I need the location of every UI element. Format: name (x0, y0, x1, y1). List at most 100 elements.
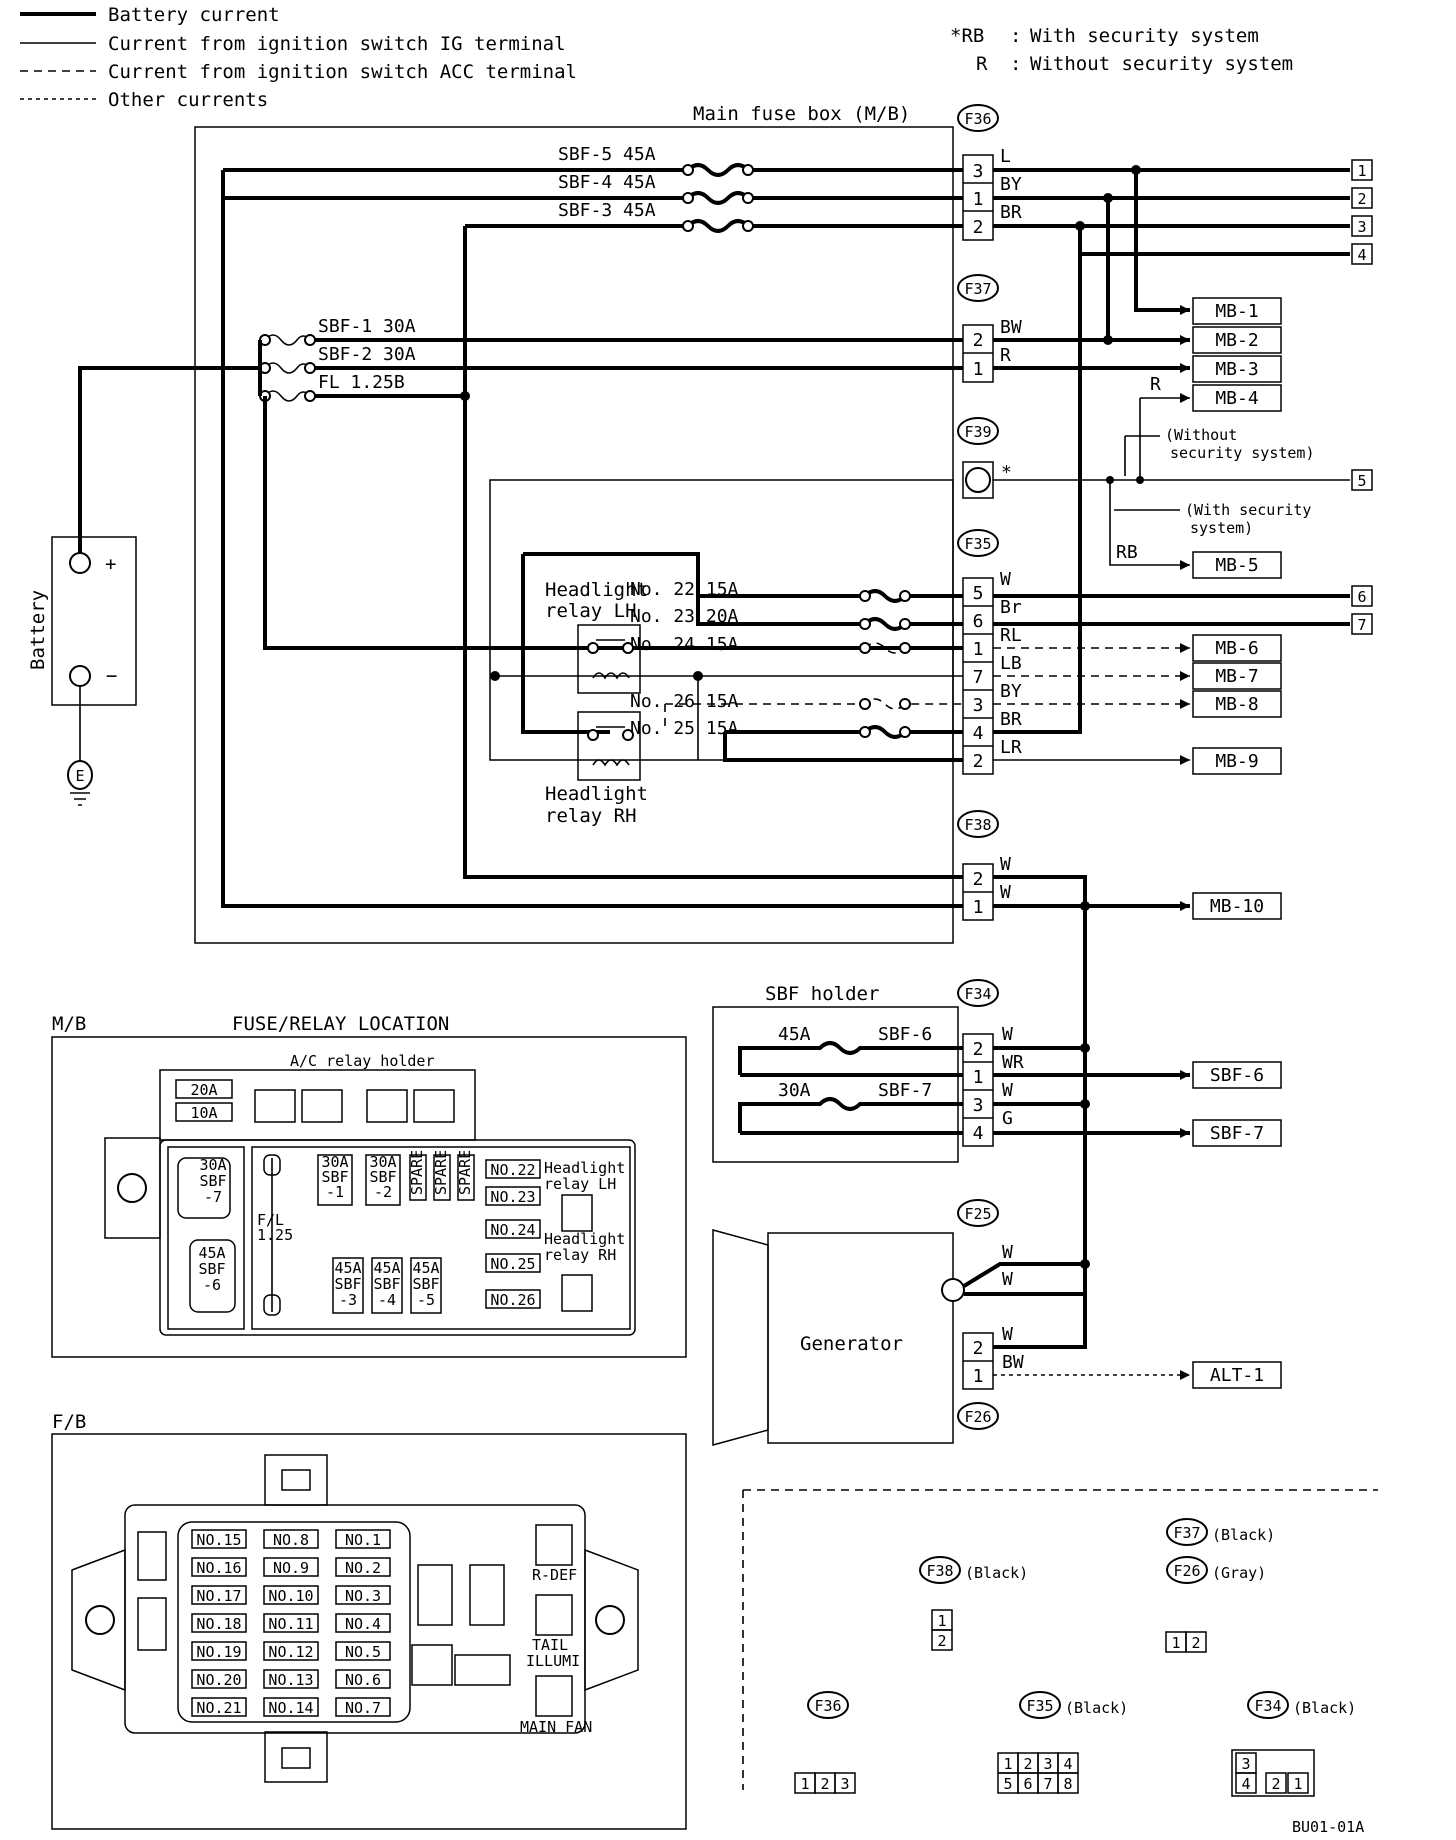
svg-text:Headlight: Headlight (544, 1230, 625, 1248)
note-r-text: Without security system (1030, 53, 1293, 75)
svg-text:45A: 45A (334, 1259, 361, 1277)
svg-text:1: 1 (800, 1775, 809, 1793)
svg-text:−: − (106, 665, 117, 687)
svg-text:(Gray): (Gray) (1212, 1564, 1266, 1582)
f39-tag (957, 417, 999, 445)
svg-text:NO.4: NO.4 (345, 1615, 381, 1633)
svg-text:2: 2 (973, 751, 984, 772)
svg-text:NO.23: NO.23 (490, 1188, 535, 1206)
note-rb-text: With security system (1030, 25, 1259, 47)
svg-text:MB-8: MB-8 (1215, 694, 1258, 715)
svg-text:20A: 20A (190, 1081, 217, 1099)
svg-text:(With security: (With security (1185, 501, 1311, 519)
svg-text:8: 8 (1063, 1775, 1072, 1793)
svg-text:W: W (1000, 854, 1011, 875)
legend-acc: Current from ignition switch ACC termina… (108, 61, 577, 83)
svg-text:MB-5: MB-5 (1215, 555, 1258, 576)
fb-location-panel: F/B NO.15 NO.16 NO.17 NO.18 NO.19 NO.20 … (51, 1411, 687, 1830)
relay-section (489, 479, 954, 761)
svg-text:NO.5: NO.5 (345, 1643, 381, 1661)
svg-text:F34: F34 (964, 985, 991, 1003)
arrowheads (1180, 305, 1190, 1380)
svg-text:3: 3 (973, 695, 984, 716)
battery: Battery + − E (27, 536, 137, 806)
svg-text:BW: BW (1002, 1352, 1024, 1373)
svg-text:SBF-4 45A: SBF-4 45A (558, 172, 656, 193)
svg-text:1: 1 (937, 1612, 946, 1630)
svg-text:4: 4 (1357, 246, 1366, 264)
svg-text:SBF-7: SBF-7 (1210, 1123, 1264, 1144)
f36-pins: 3 1 2 L BY BR (962, 146, 1022, 241)
svg-text:MAIN FAN: MAIN FAN (520, 1718, 592, 1736)
svg-text:2: 2 (1023, 1755, 1032, 1773)
svg-text:1: 1 (973, 1067, 984, 1088)
svg-text:1: 1 (973, 639, 984, 660)
output-7: 7 (1351, 613, 1373, 635)
svg-text:SBF: SBF (412, 1275, 439, 1293)
svg-text:SBF: SBF (334, 1275, 361, 1293)
svg-text:LR: LR (1000, 737, 1022, 758)
svg-text:NO.14: NO.14 (268, 1699, 313, 1717)
svg-text:SBF-5 45A: SBF-5 45A (558, 144, 656, 165)
svg-text:No. 24 15A: No. 24 15A (630, 634, 739, 655)
svg-text:-5: -5 (417, 1291, 435, 1309)
svg-text:MB-6: MB-6 (1215, 638, 1258, 659)
svg-text:4: 4 (1063, 1755, 1072, 1773)
f37-pins: 2 1 BW R (962, 317, 1022, 383)
svg-text:SPARE: SPARE (456, 1150, 474, 1195)
svg-text:7: 7 (973, 667, 984, 688)
svg-text:-3: -3 (339, 1291, 357, 1309)
svg-text:F39: F39 (964, 423, 991, 441)
svg-text:NO.3: NO.3 (345, 1587, 381, 1605)
svg-text:2: 2 (937, 1632, 946, 1650)
svg-text:No. 26 15A: No. 26 15A (630, 691, 739, 712)
svg-text:F35: F35 (1026, 1697, 1053, 1715)
svg-text:1: 1 (1171, 1634, 1180, 1652)
svg-text:Br: Br (1000, 597, 1022, 618)
svg-text:W: W (1000, 882, 1011, 903)
svg-text:NO.7: NO.7 (345, 1699, 381, 1717)
svg-text:A/C relay holder: A/C relay holder (290, 1052, 435, 1070)
svg-text:Generator: Generator (800, 1333, 903, 1355)
output-6: 6 (1351, 585, 1373, 607)
svg-text:SBF-1 30A: SBF-1 30A (318, 316, 416, 337)
svg-text:SBF-3 45A: SBF-3 45A (558, 200, 656, 221)
svg-text:W: W (1002, 1024, 1013, 1045)
output-2: 2 (1351, 187, 1373, 209)
svg-text:NO.8: NO.8 (273, 1531, 309, 1549)
f35-tag (957, 529, 999, 557)
svg-text:10A: 10A (190, 1104, 217, 1122)
note-rb-key: *RB (950, 25, 984, 47)
svg-text:NO.21: NO.21 (196, 1699, 241, 1717)
note-rb-sep: : (1010, 25, 1021, 47)
svg-text:NO.15: NO.15 (196, 1531, 241, 1549)
diagram-code: BU01-01A (1292, 1818, 1364, 1836)
svg-text:SBF: SBF (321, 1168, 348, 1186)
svg-text:30A: 30A (321, 1153, 348, 1171)
svg-text:45A: 45A (198, 1244, 225, 1262)
svg-text:-4: -4 (378, 1291, 396, 1309)
svg-text:NO.24: NO.24 (490, 1221, 535, 1239)
svg-text:2: 2 (973, 869, 984, 890)
svg-text:MB-3: MB-3 (1215, 359, 1258, 380)
svg-text:SBF: SBF (373, 1275, 400, 1293)
svg-text:R-DEF: R-DEF (532, 1566, 577, 1584)
fb-col1: NO.15 NO.16 NO.17 NO.18 NO.19 NO.20 NO.2… (191, 1529, 247, 1717)
svg-text:2: 2 (973, 217, 984, 238)
f36-tag (957, 104, 999, 132)
svg-text:NO.25: NO.25 (490, 1255, 535, 1273)
main-wires: SBF-5 45A SBF-4 45A SBF-3 45A SBF-1 30A … (78, 144, 963, 908)
svg-text:SBF-7: SBF-7 (878, 1080, 932, 1101)
svg-text:R: R (1150, 374, 1161, 395)
svg-text:NO.13: NO.13 (268, 1671, 313, 1689)
svg-text:F35: F35 (964, 535, 991, 553)
svg-text:45A: 45A (373, 1259, 400, 1277)
svg-text:F38: F38 (926, 1562, 953, 1580)
svg-text:NO.1: NO.1 (345, 1531, 381, 1549)
svg-text:4: 4 (1241, 1775, 1250, 1793)
svg-text:3: 3 (973, 1095, 984, 1116)
svg-text:2: 2 (973, 1039, 984, 1060)
svg-text:45A: 45A (778, 1024, 811, 1045)
svg-text:F26: F26 (964, 1408, 991, 1426)
svg-text:WR: WR (1002, 1052, 1024, 1073)
